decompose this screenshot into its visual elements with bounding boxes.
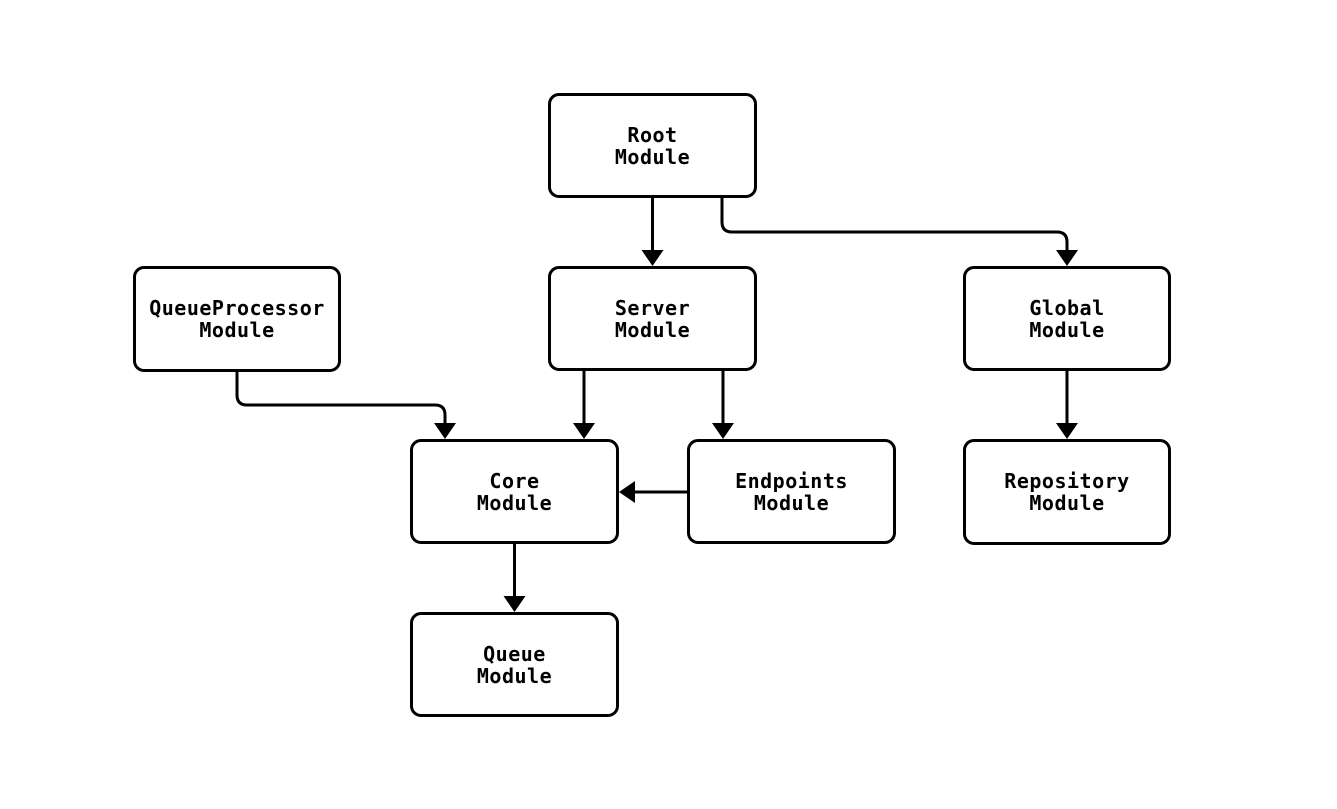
node-label-line: Repository xyxy=(1004,469,1130,493)
edge-root-to-server xyxy=(641,198,664,266)
arrowhead-icon xyxy=(712,423,734,439)
node-label-line: Core xyxy=(489,468,540,493)
arrowhead-icon xyxy=(619,481,635,503)
edge-server-to-endpoints xyxy=(712,371,734,439)
node-queueprocessor-module: QueueProcessor Module xyxy=(133,266,341,372)
node-repository-module: Repository Module xyxy=(963,439,1171,545)
arrowhead-icon xyxy=(503,596,526,612)
edge-root-to-global xyxy=(720,198,1078,266)
node-core-module: Core Module xyxy=(410,439,619,544)
node-label-line: Module xyxy=(614,144,691,169)
node-label-line: Module xyxy=(1029,491,1105,515)
edge-core-to-queue xyxy=(503,544,526,612)
node-server-module: Server Module xyxy=(548,266,757,371)
node-label-line: Module xyxy=(614,317,691,342)
node-root-module: Root Module xyxy=(548,93,757,198)
node-label-line: Module xyxy=(476,490,553,515)
node-label-line: Global xyxy=(1029,295,1105,320)
node-label-line: QueueProcessor xyxy=(149,296,325,320)
edge-queueprocessor-to-core xyxy=(235,372,456,439)
node-label-line: Root xyxy=(627,122,678,147)
node-label-line: Queue xyxy=(483,641,546,666)
node-global-module: Global Module xyxy=(963,266,1171,371)
arrowhead-icon xyxy=(434,423,456,439)
node-label-line: Module xyxy=(753,490,830,515)
node-label-line: Endpoints xyxy=(735,468,848,493)
edge-endpoints-to-core xyxy=(619,481,687,503)
edge-global-to-repository xyxy=(1056,371,1078,439)
edge-server-to-core xyxy=(573,371,595,439)
node-label-line: Module xyxy=(199,318,275,342)
node-label-line: Module xyxy=(476,663,553,688)
arrowhead-icon xyxy=(641,250,664,266)
node-label-line: Server xyxy=(614,295,691,320)
arrowhead-icon xyxy=(1056,250,1078,266)
node-label-line: Module xyxy=(1029,317,1105,342)
arrowhead-icon xyxy=(573,423,595,439)
node-queue-module: Queue Module xyxy=(410,612,619,717)
node-endpoints-module: Endpoints Module xyxy=(687,439,896,544)
arrowhead-icon xyxy=(1056,423,1078,439)
